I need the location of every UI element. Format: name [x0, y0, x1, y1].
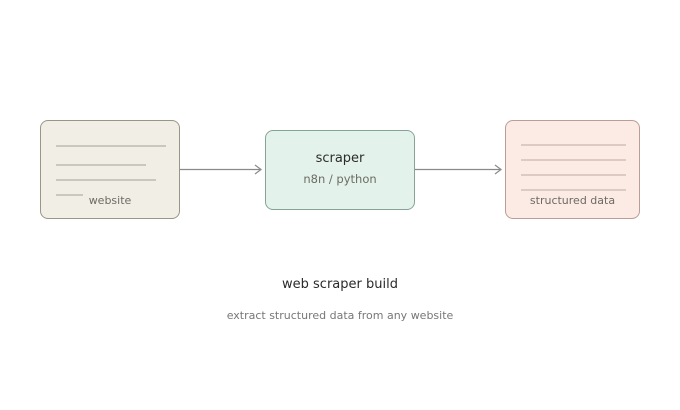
text-line [56, 164, 146, 166]
structured-data-label: structured data [529, 194, 616, 207]
text-line [521, 174, 626, 176]
website-node: website [40, 120, 180, 219]
scraper-title: scraper [315, 151, 365, 166]
scraper-subtitle: n8n / python [303, 172, 377, 186]
text-line [56, 194, 83, 196]
scraper-node: scraper n8n / python [265, 130, 415, 210]
text-line [56, 179, 156, 181]
text-line [521, 144, 626, 146]
text-line [521, 189, 626, 191]
arrow-website-to-scraper [180, 164, 262, 175]
caption-title: web scraper build [282, 277, 398, 292]
structured-data-node: structured data [505, 120, 640, 219]
caption-subtitle: extract structured data from any website [226, 309, 454, 322]
arrow-scraper-to-output [415, 164, 502, 175]
text-line [521, 159, 626, 161]
text-line [56, 145, 166, 147]
website-label: website [88, 194, 132, 207]
